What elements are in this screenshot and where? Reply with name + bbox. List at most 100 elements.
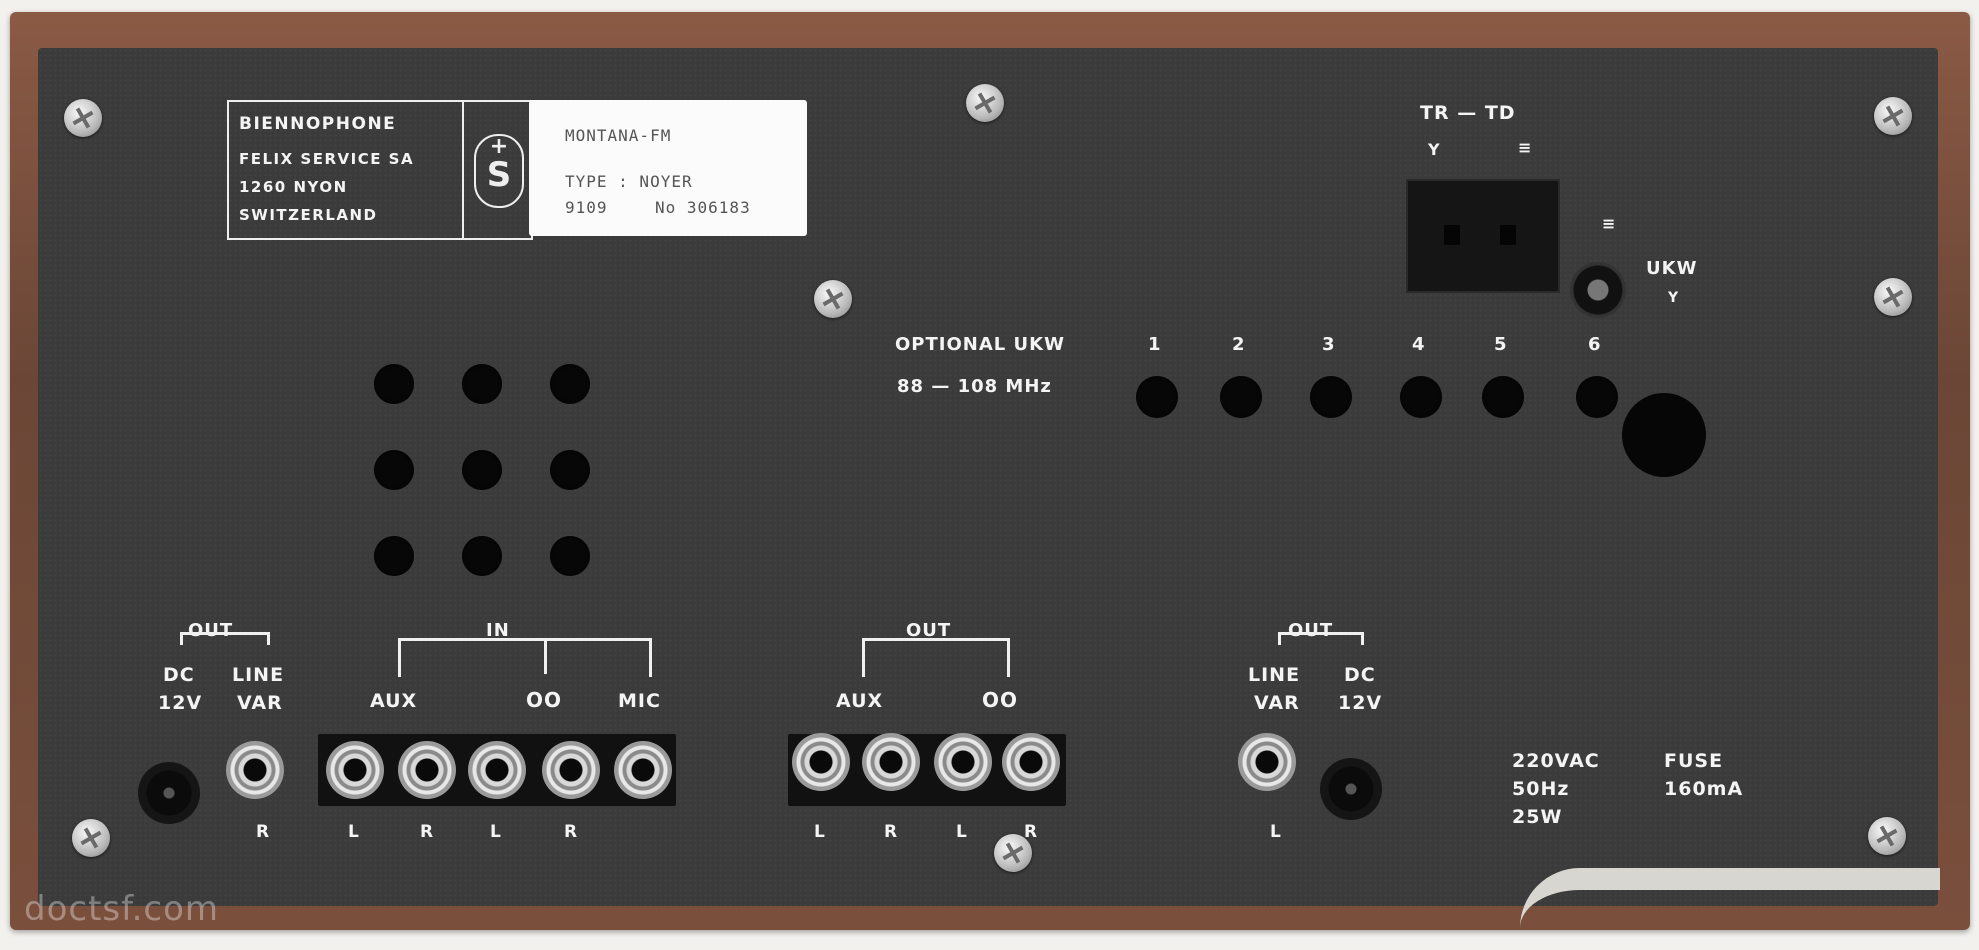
screw-icon bbox=[814, 280, 852, 318]
mic-label: MIC bbox=[618, 690, 661, 712]
screw-icon bbox=[1874, 97, 1912, 135]
tape-in-icon: OO bbox=[526, 688, 563, 712]
model-type: TYPE : NOYER bbox=[565, 172, 693, 191]
channel-label: R bbox=[884, 822, 899, 842]
left-out-bracket bbox=[180, 632, 270, 645]
vent-hole bbox=[462, 536, 502, 576]
vent-hole bbox=[374, 450, 414, 490]
aux-in-label: AUX bbox=[370, 690, 418, 712]
var-label: VAR bbox=[1254, 692, 1300, 714]
rear-panel bbox=[38, 48, 1938, 906]
dc-voltage-label: 12V bbox=[1338, 692, 1383, 714]
dc-voltage-label: 12V bbox=[158, 692, 203, 714]
antenna-title: TR — TD bbox=[1420, 102, 1516, 124]
rca-jack[interactable] bbox=[468, 741, 526, 799]
preset-number-label: 5 bbox=[1494, 334, 1508, 355]
channel-label: L bbox=[348, 822, 360, 842]
channel-label: L bbox=[1270, 822, 1282, 842]
preset-number-label: 1 bbox=[1148, 334, 1162, 355]
power-frequency: 50Hz bbox=[1512, 778, 1570, 800]
vent-hole bbox=[550, 364, 590, 404]
rca-jack[interactable] bbox=[398, 741, 456, 799]
preset-tuning-hole[interactable] bbox=[1400, 376, 1442, 418]
brand-name: BIENNOPHONE bbox=[239, 114, 397, 134]
line-var-out-jack[interactable] bbox=[1238, 733, 1296, 791]
antenna-connector[interactable] bbox=[1406, 179, 1560, 293]
screw-icon bbox=[72, 819, 110, 857]
swiss-plus-logo-icon: +S bbox=[474, 134, 524, 208]
channel-label: L bbox=[490, 822, 502, 842]
line-var-out-jack[interactable] bbox=[226, 741, 284, 799]
dc-out-jack[interactable] bbox=[138, 762, 200, 824]
preset-tuning-hole[interactable] bbox=[1482, 376, 1524, 418]
screw-icon bbox=[1874, 278, 1912, 316]
dc-label: DC bbox=[163, 664, 195, 686]
rca-jack[interactable] bbox=[934, 733, 992, 791]
ground-icon: ≡ bbox=[1602, 214, 1617, 233]
dc-out-jack[interactable] bbox=[1320, 758, 1382, 820]
ukw-label: UKW bbox=[1646, 258, 1698, 279]
channel-label: R bbox=[420, 822, 435, 842]
in-bracket bbox=[398, 638, 652, 677]
brand-city: 1260 NYON bbox=[239, 178, 348, 196]
screw-icon bbox=[1868, 817, 1906, 855]
right-out-group-label: OUT bbox=[1288, 620, 1334, 641]
in-bracket-divider bbox=[544, 638, 547, 674]
brand-country: SWITZERLAND bbox=[239, 206, 378, 224]
preset-number-label: 6 bbox=[1588, 334, 1602, 355]
band-label: 88 — 108 MHz bbox=[897, 376, 1052, 397]
power-voltage: 220VAC bbox=[1512, 750, 1600, 772]
channel-label: R bbox=[256, 822, 271, 842]
channel-label: R bbox=[1024, 822, 1039, 842]
vent-hole bbox=[550, 536, 590, 576]
fuse-label: FUSE bbox=[1664, 750, 1724, 772]
right-out-bracket bbox=[1278, 632, 1364, 645]
rca-jack[interactable] bbox=[542, 741, 600, 799]
preset-tuning-hole[interactable] bbox=[1576, 376, 1618, 418]
vent-hole bbox=[374, 364, 414, 404]
channel-label: L bbox=[956, 822, 968, 842]
vent-hole bbox=[462, 364, 502, 404]
preset-tuning-hole[interactable] bbox=[1310, 376, 1352, 418]
var-label: VAR bbox=[237, 692, 283, 714]
channel-label: R bbox=[564, 822, 579, 842]
preset-tuning-hole[interactable] bbox=[1136, 376, 1178, 418]
screw-icon bbox=[966, 84, 1004, 122]
rca-jack[interactable] bbox=[614, 741, 672, 799]
optional-ukw-label: OPTIONAL UKW bbox=[895, 334, 1065, 355]
power-watts: 25W bbox=[1512, 806, 1563, 828]
rca-jack[interactable] bbox=[792, 733, 850, 791]
out-bracket bbox=[862, 638, 1010, 677]
fuse-value: 160mA bbox=[1664, 778, 1744, 800]
watermark: doctsf.com bbox=[24, 889, 220, 929]
dc-label: DC bbox=[1344, 664, 1376, 686]
preset-tuning-hole[interactable] bbox=[1220, 376, 1262, 418]
model-name: MONTANA-FM bbox=[565, 126, 672, 145]
in-group-label: IN bbox=[486, 620, 510, 641]
power-cable bbox=[1520, 868, 1940, 950]
preset-number-label: 2 bbox=[1232, 334, 1246, 355]
rca-jack[interactable] bbox=[862, 733, 920, 791]
rca-jack[interactable] bbox=[1002, 733, 1060, 791]
preset-number-label: 3 bbox=[1322, 334, 1336, 355]
left-out-group-label: OUT bbox=[188, 620, 234, 641]
vent-hole bbox=[462, 450, 502, 490]
model-code: 9109 bbox=[565, 198, 608, 217]
line-label: LINE bbox=[232, 664, 285, 686]
aux-out-label: AUX bbox=[836, 690, 884, 712]
brand-divider bbox=[462, 102, 464, 238]
ukw-socket[interactable] bbox=[1570, 262, 1626, 318]
out-group-label: OUT bbox=[906, 620, 952, 641]
brand-plate: BIENNOPHONE FELIX SERVICE SA 1260 NYON S… bbox=[227, 100, 533, 240]
channel-label: L bbox=[814, 822, 826, 842]
antenna-icon: Y bbox=[1428, 140, 1441, 159]
antenna-icon: Y bbox=[1668, 290, 1680, 306]
line-label: LINE bbox=[1248, 664, 1301, 686]
model-serial: No 306183 bbox=[655, 198, 751, 217]
spare-port-hole bbox=[1622, 393, 1706, 477]
ground-icon: ≡ bbox=[1518, 138, 1533, 157]
rca-jack[interactable] bbox=[326, 741, 384, 799]
screw-icon bbox=[994, 834, 1032, 872]
tape-out-icon: OO bbox=[982, 688, 1019, 712]
vent-hole bbox=[550, 450, 590, 490]
